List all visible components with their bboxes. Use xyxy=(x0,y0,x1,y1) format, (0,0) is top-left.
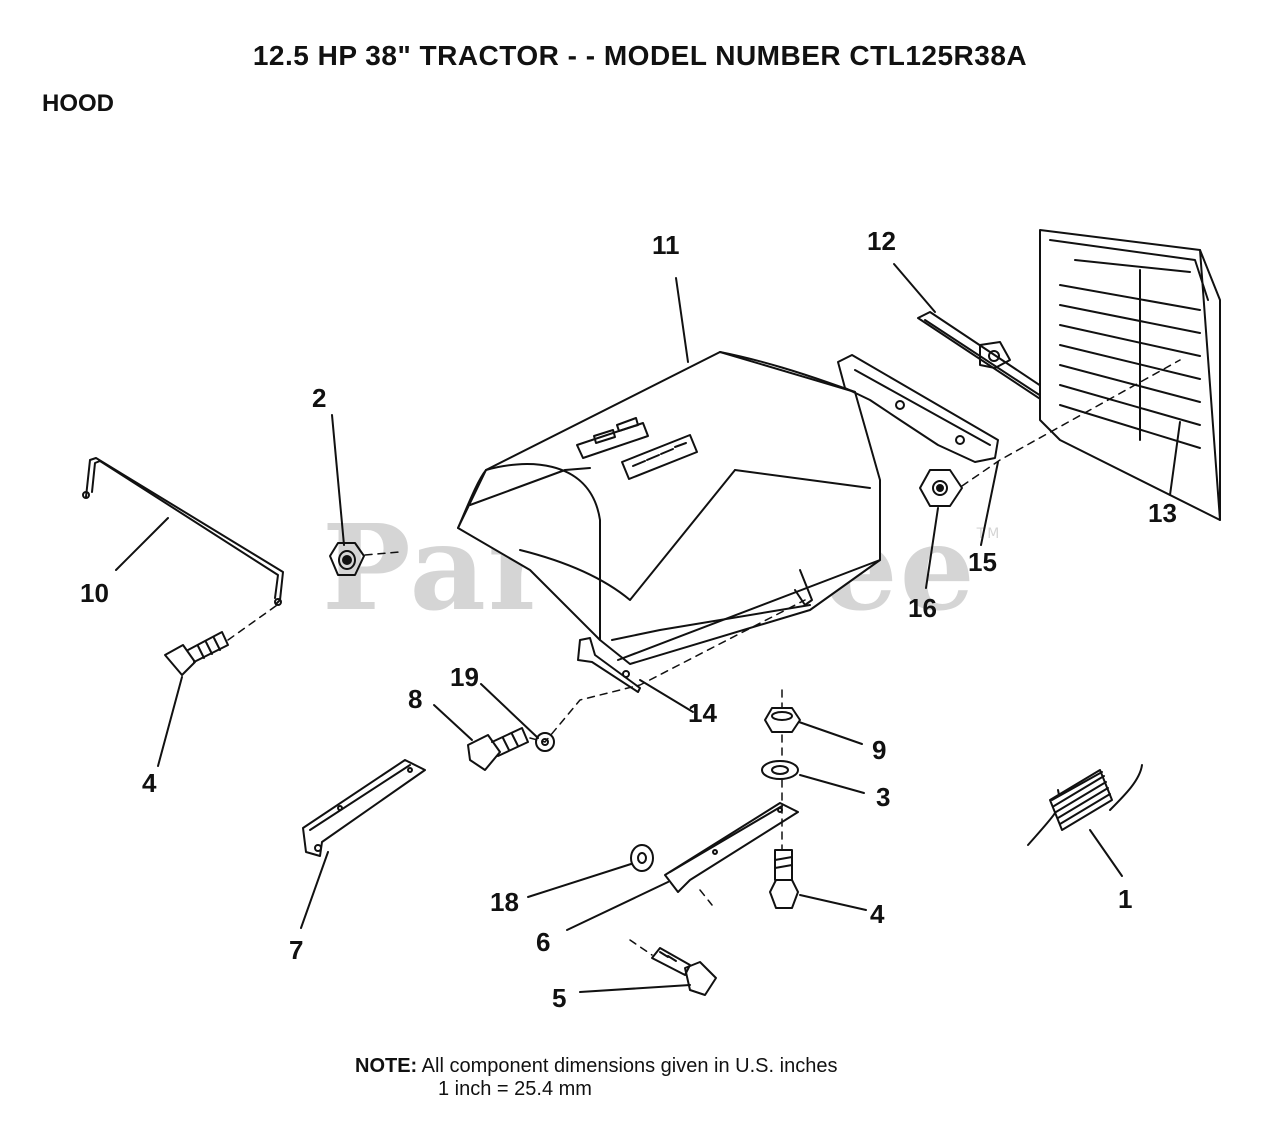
diagram-title: 12.5 HP 38" TRACTOR - - MODEL NUMBER CTL… xyxy=(252,40,1028,71)
callout-5: 5 xyxy=(552,983,567,1013)
callout-4-left: 4 xyxy=(142,768,157,798)
part-3-washer xyxy=(761,760,799,780)
part-10-rod xyxy=(82,457,284,606)
callout-10: 10 xyxy=(80,578,109,608)
callout-8: 8 xyxy=(408,684,423,714)
assembly-lines xyxy=(227,359,1181,956)
part-16-nut xyxy=(919,469,963,507)
part-4-bolt-lower xyxy=(769,849,799,909)
callout-7: 7 xyxy=(289,935,304,965)
callout-6: 6 xyxy=(536,927,551,957)
callout-4-lower: 4 xyxy=(870,899,885,929)
callout-15: 15 xyxy=(968,547,997,577)
part-8-bolt xyxy=(467,727,529,771)
callout-14: 14 xyxy=(688,698,717,728)
callout-18: 18 xyxy=(490,887,519,917)
note-line1: All component dimensions given in U.S. i… xyxy=(421,1055,838,1077)
callout-19: 19 xyxy=(450,662,479,692)
part-11-hood xyxy=(457,351,881,665)
leader-lines xyxy=(115,263,1181,993)
part-2-nut xyxy=(329,542,365,576)
part-6-bracket xyxy=(664,802,799,893)
part-9-nut xyxy=(764,707,801,733)
part-15-support xyxy=(837,354,999,463)
part-1-spring xyxy=(1027,764,1143,846)
note: NOTE: All component dimensions given in … xyxy=(355,1055,837,1101)
callout-11: 11 xyxy=(652,230,680,260)
part-13-grille xyxy=(1039,229,1221,521)
part-14-clip xyxy=(577,637,641,693)
part-5-bolt xyxy=(651,947,717,996)
part-7-bracket xyxy=(302,759,426,857)
callout-1: 1 xyxy=(1118,884,1133,914)
part-19-washer xyxy=(535,732,555,752)
callout-3: 3 xyxy=(876,782,891,812)
callout-16: 16 xyxy=(908,593,937,623)
callout-12: 12 xyxy=(867,226,896,256)
note-line2: 1 inch = 25.4 mm xyxy=(438,1078,592,1100)
section-title: HOOD xyxy=(42,90,114,117)
callout-9: 9 xyxy=(872,735,887,765)
part-18-washer xyxy=(630,844,654,872)
part-4-bolt-left xyxy=(164,631,229,676)
note-label: NOTE: xyxy=(355,1055,418,1077)
callout-2: 2 xyxy=(312,383,327,413)
callout-13: 13 xyxy=(1148,498,1177,528)
